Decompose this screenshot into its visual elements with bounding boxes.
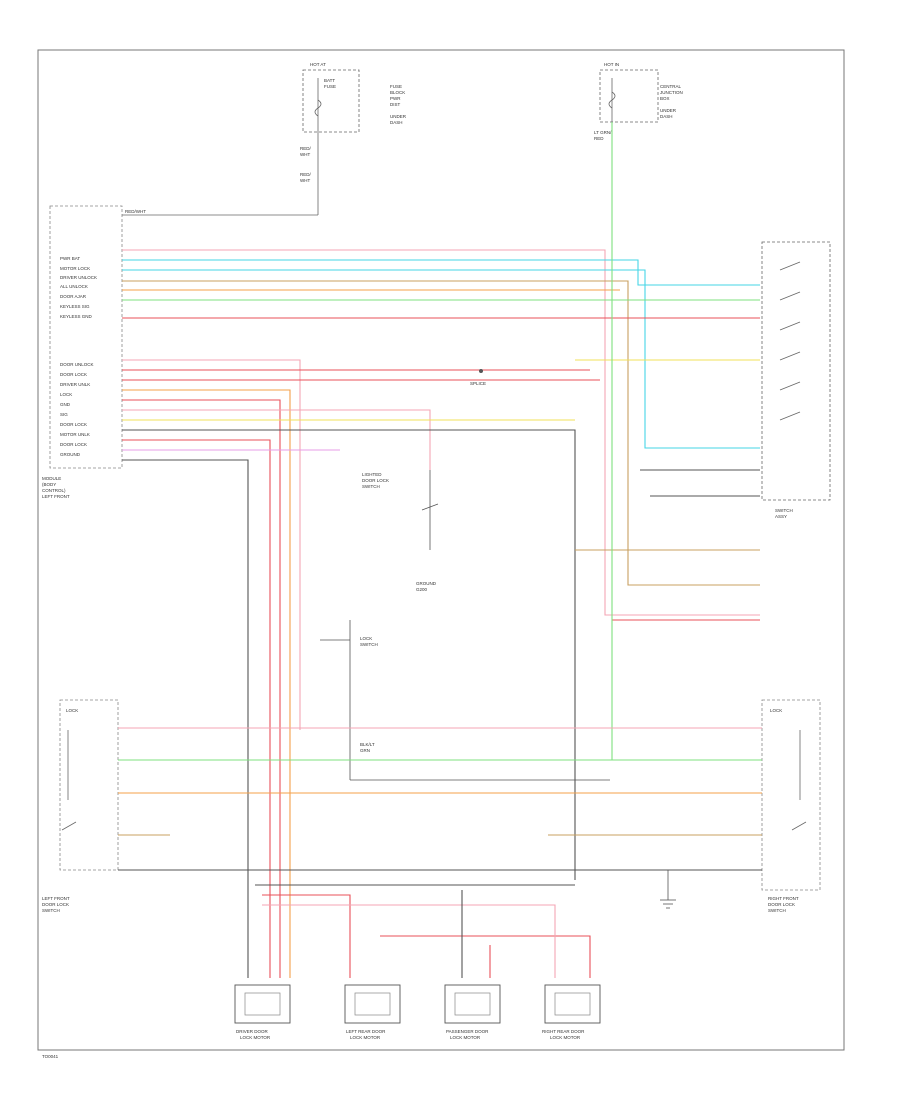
svg-text:DOOR LOCK: DOOR LOCK <box>60 442 87 447</box>
svg-text:RIGHT FRONT: RIGHT FRONT <box>768 896 799 901</box>
svg-text:CONTROL): CONTROL) <box>42 488 66 493</box>
svg-text:HOT IN: HOT IN <box>604 62 619 67</box>
fuse-block-right: HOT IN CENTRAL JUNCTION BOX UNDER DASH L… <box>594 62 683 141</box>
svg-text:SWITCH: SWITCH <box>775 508 793 513</box>
svg-text:DRIVER UNLK: DRIVER UNLK <box>60 382 90 387</box>
fuse-block-left: HOT AT BATT FUSE FUSE BLOCK PWR DIST UND… <box>300 62 407 215</box>
svg-text:SIG: SIG <box>60 412 68 417</box>
svg-text:BOX: BOX <box>660 96 670 101</box>
svg-text:LIGHTED: LIGHTED <box>362 472 382 477</box>
svg-text:DOOR AJAR: DOOR AJAR <box>60 294 87 299</box>
svg-text:SWITCH: SWITCH <box>768 908 786 913</box>
upper-wires <box>122 249 760 616</box>
svg-text:LOCK MOTOR: LOCK MOTOR <box>240 1035 271 1040</box>
right-lower-switch: LOCK RIGHT FRONT DOOR LOCK SWITCH <box>761 699 821 913</box>
right-lower-wires <box>575 122 760 760</box>
svg-text:PASSENGER DOOR: PASSENGER DOOR <box>446 1029 489 1034</box>
driver-door-motor: DRIVER DOOR LOCK MOTOR <box>234 984 291 1040</box>
svg-text:SPLICE: SPLICE <box>470 381 486 386</box>
right-rear-door-motor: RIGHT REAR DOOR LOCK MOTOR <box>542 984 601 1040</box>
svg-text:LOCK: LOCK <box>360 636 372 641</box>
svg-text:DASH: DASH <box>660 114 673 119</box>
svg-text:BLK/LT: BLK/LT <box>360 742 375 747</box>
svg-text:SWITCH: SWITCH <box>42 908 60 913</box>
svg-text:DOOR LOCK: DOOR LOCK <box>362 478 389 483</box>
svg-text:GROUND: GROUND <box>416 581 437 586</box>
svg-text:HOT AT: HOT AT <box>310 62 326 67</box>
motor-bundle <box>255 884 591 978</box>
svg-text:PWR BAT: PWR BAT <box>60 256 80 261</box>
svg-text:GROUND: GROUND <box>60 452 81 457</box>
svg-text:FUSE: FUSE <box>390 84 402 89</box>
svg-text:LT GRN/: LT GRN/ <box>594 130 612 135</box>
svg-text:LEFT FRONT: LEFT FRONT <box>42 896 70 901</box>
left-rear-door-motor: LEFT REAR DOOR LOCK MOTOR <box>344 984 401 1040</box>
ground-symbols <box>660 870 676 909</box>
svg-text:MODULE: MODULE <box>42 476 61 481</box>
svg-text:PWR: PWR <box>390 96 401 101</box>
svg-text:SWITCH: SWITCH <box>360 642 378 647</box>
right-switch-box: SWITCH ASSY <box>761 241 831 519</box>
svg-text:LOCK MOTOR: LOCK MOTOR <box>450 1035 481 1040</box>
svg-text:DIST: DIST <box>390 102 401 107</box>
svg-text:DRIVER UNLOCK: DRIVER UNLOCK <box>60 275 97 280</box>
svg-text:ALL UNLOCK: ALL UNLOCK <box>60 284 88 289</box>
svg-text:DOOR LOCK: DOOR LOCK <box>768 902 795 907</box>
svg-text:LOCK MOTOR: LOCK MOTOR <box>350 1035 381 1040</box>
svg-text:RED: RED <box>594 136 604 141</box>
left-lower-switch: LOCK LEFT FRONT DOOR LOCK SWITCH <box>42 699 119 913</box>
svg-text:GND: GND <box>60 402 71 407</box>
svg-text:(BODY: (BODY <box>42 482 56 487</box>
lower-wires <box>118 727 762 871</box>
svg-text:UNDER: UNDER <box>390 114 407 119</box>
svg-text:GRN: GRN <box>360 748 370 753</box>
svg-text:DOOR LOCK: DOOR LOCK <box>60 372 87 377</box>
middle-left-wires <box>122 359 600 978</box>
svg-text:MOTOR LOCK: MOTOR LOCK <box>60 266 90 271</box>
diagram-border <box>37 49 845 1051</box>
svg-text:UNDER: UNDER <box>660 108 677 113</box>
passenger-door-motor: PASSENGER DOOR LOCK MOTOR <box>444 984 501 1040</box>
svg-text:RED/WHT: RED/WHT <box>125 209 146 214</box>
svg-text:JUNCTION: JUNCTION <box>660 90 683 95</box>
footer-code: TO0041 <box>42 1054 59 1059</box>
svg-text:BLOCK: BLOCK <box>390 90 405 95</box>
svg-text:DOOR LOCK: DOOR LOCK <box>42 902 69 907</box>
svg-text:BATT: BATT <box>324 78 335 83</box>
svg-text:ASSY: ASSY <box>775 514 787 519</box>
svg-text:KEYLESS SIG: KEYLESS SIG <box>60 304 90 309</box>
svg-text:FUSE: FUSE <box>324 84 336 89</box>
svg-text:RED/: RED/ <box>300 146 312 151</box>
module-left-connector: RED/WHT PWR BAT MOTOR LOCK DRIVER UNLOCK… <box>42 205 318 499</box>
svg-text:G200: G200 <box>416 587 428 592</box>
svg-text:WHT: WHT <box>300 152 310 157</box>
svg-text:RIGHT REAR DOOR: RIGHT REAR DOOR <box>542 1029 585 1034</box>
svg-text:LEFT REAR DOOR: LEFT REAR DOOR <box>346 1029 386 1034</box>
svg-text:CENTRAL: CENTRAL <box>660 84 682 89</box>
center-components: SPLICE LIGHTED DOOR LOCK SWITCH GROUND G… <box>320 369 610 781</box>
svg-text:DOOR UNLOCK: DOOR UNLOCK <box>60 362 94 367</box>
svg-text:LEFT FRONT: LEFT FRONT <box>42 494 70 499</box>
svg-text:LOCK: LOCK <box>60 392 72 397</box>
svg-text:DOOR LOCK: DOOR LOCK <box>60 422 87 427</box>
svg-text:LOCK MOTOR: LOCK MOTOR <box>550 1035 581 1040</box>
svg-text:DRIVER DOOR: DRIVER DOOR <box>236 1029 269 1034</box>
svg-text:SWITCH: SWITCH <box>362 484 380 489</box>
svg-text:RED/: RED/ <box>300 172 312 177</box>
svg-text:DASH: DASH <box>390 120 403 125</box>
svg-text:MOTOR UNLK: MOTOR UNLK <box>60 432 90 437</box>
svg-text:LOCK: LOCK <box>770 708 782 713</box>
svg-text:WHT: WHT <box>300 178 310 183</box>
svg-text:LOCK: LOCK <box>66 708 78 713</box>
svg-text:KEYLESS GND: KEYLESS GND <box>60 314 93 319</box>
